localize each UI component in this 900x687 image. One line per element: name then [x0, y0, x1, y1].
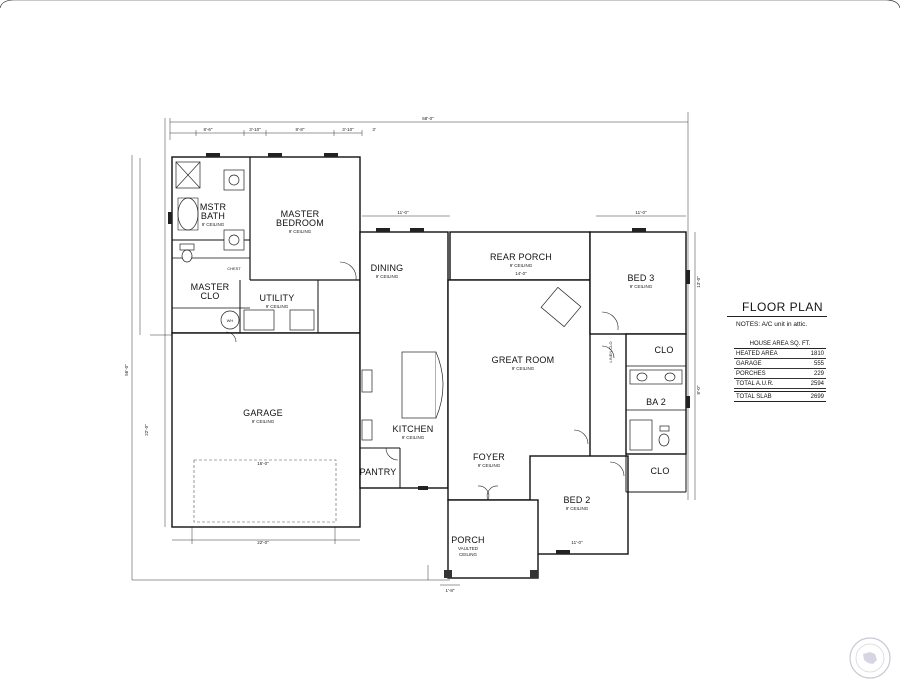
dimension-lines — [131, 112, 696, 586]
room-mstr-bath-line2: BATH — [201, 211, 225, 221]
room-bed-2-ceiling: 9' CEILING — [566, 506, 589, 511]
room-wh: WH — [227, 318, 234, 323]
room-rear-porch: REAR PORCH — [490, 252, 552, 262]
room-great-room: GREAT ROOM — [492, 355, 555, 365]
dim-overall-width: 68'-0" — [422, 116, 434, 121]
area-total-label: TOTAL SLAB — [734, 391, 801, 402]
area-row: TOTAL A.U.R. 2594 — [734, 378, 826, 389]
room-ba-2: BA 2 — [646, 397, 666, 407]
room-master-bedroom-ceiling: 9' CEILING — [289, 229, 312, 234]
room-mstr-bath-ceiling: 9' CEILING — [202, 222, 225, 227]
area-table: HOUSE AREA SQ. FT. HEATED AREA 1810 GARA… — [734, 339, 826, 402]
room-linen-clo: LINEN CLO — [608, 341, 613, 362]
area-row: PORCHES 229 — [734, 368, 826, 379]
room-porch-ceiling-1: VAULTED — [458, 546, 479, 551]
room-porch: PORCH — [451, 535, 485, 545]
room-mstr-bath-line1: MSTR — [200, 202, 227, 212]
room-chest: CHEST — [227, 266, 241, 271]
room-kitchen-ceiling: 9' CEILING — [402, 435, 425, 440]
partitions — [172, 157, 687, 493]
area-row-value: 2594 — [800, 378, 826, 389]
walls — [171, 156, 687, 579]
room-master-bedroom-line2: BEDROOM — [276, 218, 324, 228]
room-porch-ceiling-2: CEILING — [459, 552, 478, 557]
room-kitchen: KITCHEN — [393, 424, 434, 434]
dim-overall-depth: 56'-0" — [124, 364, 129, 376]
dim-top-4: 3'-10" — [342, 127, 354, 132]
room-pantry: PANTRY — [360, 467, 397, 477]
area-total-value: 2699 — [800, 391, 826, 402]
page-corner-curve — [0, 0, 900, 9]
area-total-row: TOTAL SLAB 2699 — [734, 391, 826, 402]
room-bed-3-ceiling: 9' CEILING — [630, 284, 653, 289]
room-utility-ceiling: 9' CEILING — [266, 304, 289, 309]
area-table-header-row: HOUSE AREA SQ. FT. — [734, 339, 826, 349]
area-row-label: PORCHES — [734, 368, 801, 379]
dim-porch-offset: 1'-8" — [446, 588, 455, 593]
room-garage: GARAGE — [243, 408, 283, 418]
area-row-label: TOTAL A.U.R. — [734, 378, 801, 389]
dim-top-2: 3'-10" — [249, 127, 261, 132]
room-dining-ceiling: 9' CEILING — [376, 274, 399, 279]
dim-top-3: 8'-8" — [296, 127, 305, 132]
area-row-value: 555 — [800, 358, 826, 369]
windows — [168, 153, 690, 554]
dim-bed2-width: 11'-0" — [571, 540, 583, 545]
area-row: GARAGE 555 — [734, 358, 826, 369]
room-foyer-ceiling: 9' CEILING — [478, 463, 501, 468]
room-great-room-ceiling: 9' CEILING — [512, 366, 535, 371]
room-rear-porch-ceiling: 9' CEILING — [510, 263, 533, 268]
title-underline — [727, 316, 827, 317]
room-master-clo-line2: CLO — [200, 291, 219, 301]
room-master-bedroom-line1: MASTER — [281, 209, 320, 219]
area-row-label: GARAGE — [734, 358, 801, 369]
dim-right-2: 8'-0" — [696, 385, 701, 394]
fixtures — [175, 161, 683, 451]
dim-left-garage: 22'-0" — [144, 424, 149, 436]
area-row: HEATED AREA 1810 — [734, 348, 826, 359]
room-clo-upper: CLO — [654, 345, 673, 355]
dim-top-1: 8'-6" — [204, 127, 213, 132]
room-clo-lower: CLO — [650, 466, 669, 476]
room-bed-3: BED 3 — [627, 273, 654, 283]
room-dining: DINING — [371, 263, 404, 273]
area-table-header: HOUSE AREA SQ. FT. — [734, 339, 826, 349]
dim-top-5: 3' — [372, 127, 376, 132]
dim-dining-width: 11'-0" — [397, 210, 409, 215]
room-foyer: FOYER — [473, 452, 505, 462]
dim-garage-door: 16'-0" — [257, 461, 269, 466]
dimension-labels: 68'-0" 8'-6" 3'-10" 8'-8" 3'-10" 3' 11'-… — [124, 116, 701, 593]
room-bed-2: BED 2 — [563, 495, 590, 505]
dim-bed3-width: 11'-0" — [635, 210, 647, 215]
area-row-value: 229 — [800, 368, 826, 379]
dim-rear-porch-width: 14'-0" — [515, 271, 527, 276]
room-master-clo-line1: MASTER — [191, 282, 230, 292]
area-row-value: 1810 — [800, 348, 826, 359]
room-labels: MSTR BATH 9' CEILING MASTER BEDROOM 9' C… — [191, 202, 674, 557]
notes-text: NOTES: A/C unit in attic. — [736, 321, 808, 328]
dim-right-1: 13'-0" — [696, 276, 701, 288]
door-swings — [225, 261, 625, 501]
room-garage-ceiling: 9' CEILING — [252, 419, 275, 424]
watermark-logo — [849, 637, 891, 679]
area-row-label: HEATED AREA — [734, 348, 801, 359]
room-utility: UTILITY — [260, 293, 295, 303]
dim-garage-width: 22'-0" — [257, 540, 269, 545]
floor-plan-title: FLOOR PLAN — [742, 300, 824, 314]
